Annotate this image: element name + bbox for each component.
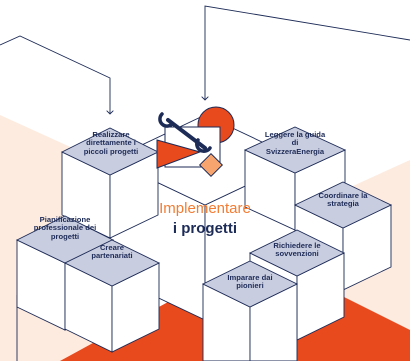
tile-imparare — [201, 260, 299, 308]
tile-label-coordinare: Coordinare la strategia — [318, 191, 368, 209]
central-title: Implementare i progetti — [147, 198, 263, 246]
tile-label-realizzare: Realizzare direttamente i piccoli proget… — [83, 130, 139, 156]
tile-richiedere — [248, 229, 346, 277]
flag-icon — [156, 139, 202, 169]
tile-leggere — [243, 126, 347, 174]
wrench-icon — [158, 112, 212, 153]
tile-label-pianificazione: Pianificazione professionale dei progett… — [33, 215, 97, 241]
connector-arrow-right — [205, 5, 410, 100]
title-line-1: Implementare — [159, 200, 251, 217]
tile-label-creare: Creare partenariati — [91, 243, 133, 261]
tile-label-imparare: Imparare dai pionieri — [227, 273, 273, 291]
diamond-icon — [198, 152, 224, 178]
title-line-2: i progetti — [172, 220, 238, 237]
tile-coordinare — [293, 181, 393, 229]
tile-label-richiedere: Richiedere le sovvenzioni — [273, 241, 321, 259]
connector-arrow-left — [0, 35, 110, 114]
tile-label-leggere: Leggere la guida di SvizzeraEnergia — [264, 130, 326, 156]
tile-creare — [63, 239, 161, 287]
